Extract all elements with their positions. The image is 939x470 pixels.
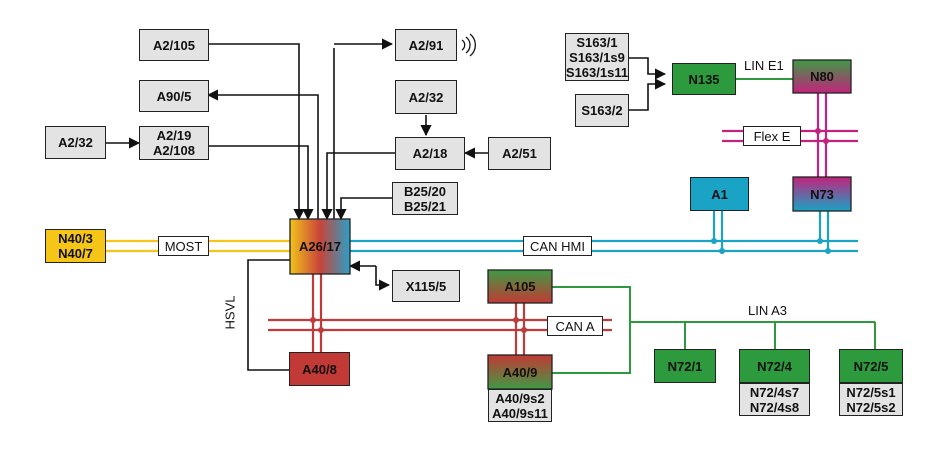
- n73-box: N73: [810, 186, 834, 202]
- a40-9-box-fill: [487, 354, 553, 390]
- a2-32-left-box: A2/32: [45, 126, 106, 159]
- n72-4-box: N72/4: [739, 349, 810, 383]
- can-hmi-label: CAN HMI: [523, 236, 592, 256]
- most-label: MOST: [158, 236, 209, 256]
- a26-17-box: A26/17: [299, 239, 341, 254]
- n72-5-box: N72/5: [839, 349, 903, 383]
- n72-5-switches-box: N72/5s1 N72/5s2: [839, 383, 903, 416]
- flex-e-junctions: [815, 128, 829, 144]
- a2-91-box: A2/91: [395, 29, 457, 61]
- a2-105-box: A2/105: [139, 29, 209, 61]
- n80-box-fill: [792, 59, 852, 94]
- lin-a3-label: LIN A3: [748, 303, 788, 318]
- a90-5-box: A90/5: [139, 80, 209, 112]
- b25-box: B25/20 B25/21: [392, 182, 458, 215]
- lin-e1-label: LIN E1: [744, 58, 784, 73]
- n80-box: N80: [810, 69, 834, 84]
- a105-box: A105: [504, 279, 536, 294]
- a40-9-switches-box: A40/9s2 A40/9s11: [488, 389, 552, 422]
- s163-2-box: S163/2: [575, 94, 629, 127]
- a1-box: A1: [690, 177, 749, 211]
- radio-waves-icon: [461, 33, 476, 57]
- hsvl-label: HSVL: [222, 295, 238, 330]
- a105-box-fill: [487, 269, 553, 304]
- a2-32-top-box: A2/32: [395, 80, 457, 114]
- n73-box-fill: [792, 176, 852, 212]
- can-hmi-bus: [348, 211, 858, 253]
- can-a-junctions: [310, 317, 527, 333]
- a2-51-box: A2/51: [488, 137, 551, 170]
- a26-17-box-fill: [289, 218, 351, 275]
- lin-bus: [552, 78, 876, 374]
- n40-box: N40/3 N40/7: [45, 229, 106, 263]
- n135-box: N135: [672, 63, 736, 95]
- a2-18-box: A2/18: [395, 137, 465, 170]
- n72-4-switches-box: N72/4s7 N72/4s8: [739, 383, 810, 416]
- a40-8-box: A40/8: [289, 352, 350, 386]
- signal-lines: [106, 38, 667, 371]
- a40-9-box: A40/9: [502, 364, 538, 380]
- flex-e-label: Flex E: [743, 126, 801, 146]
- x115-5-box: X115/5: [392, 270, 460, 302]
- a2-19-box: A2/19 A2/108: [139, 126, 209, 160]
- can-a-label: CAN A: [547, 316, 603, 336]
- n72-1-box: N72/1: [654, 349, 716, 383]
- s163-1-box: S163/1 S163/1s9 S163/1s11: [565, 33, 629, 81]
- can-hmi-junctions: [711, 238, 831, 254]
